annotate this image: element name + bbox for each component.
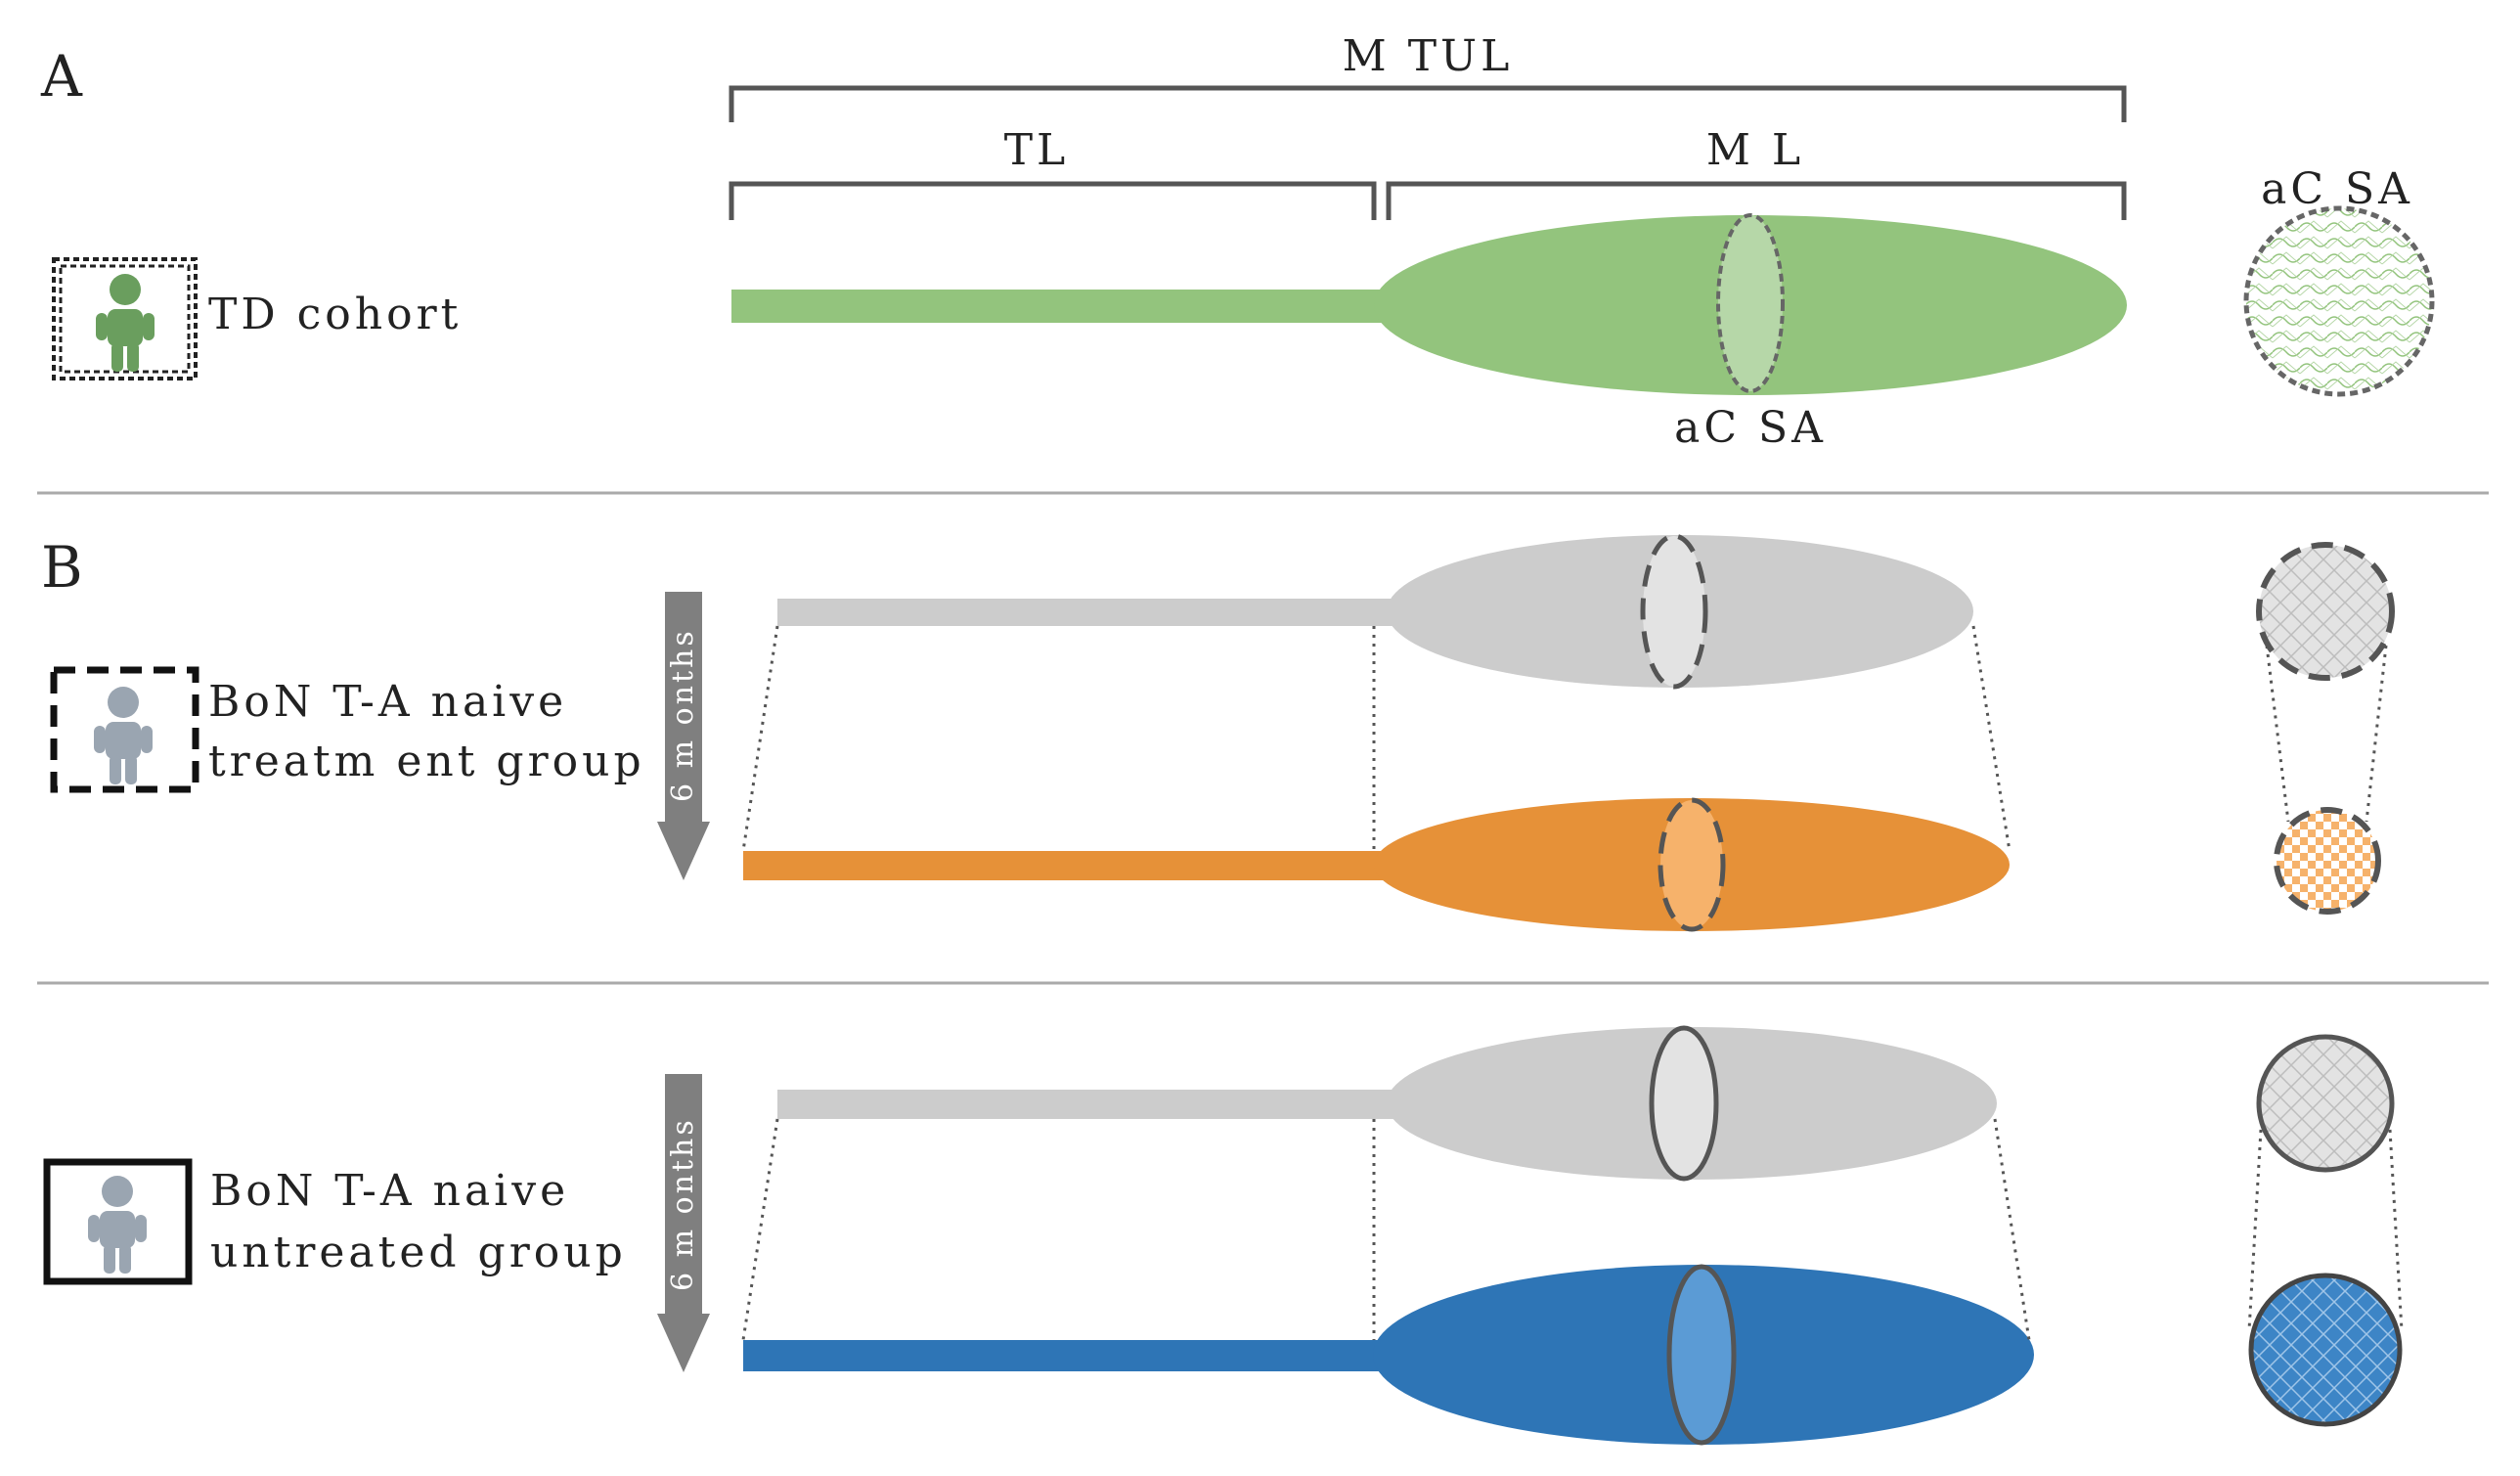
untreated-arrow-label: 6 m onths (666, 1117, 700, 1291)
tl-bracket (729, 181, 1377, 220)
untreated-before-slice (1649, 1025, 1719, 1182)
untreated-after-tendon (743, 1340, 1398, 1371)
untreated-connectors (741, 1118, 2404, 1341)
treatment-before-tendon (777, 599, 1393, 626)
ml-label: M L (1706, 125, 1804, 175)
untreated-after-acsa (2248, 1273, 2403, 1427)
ml-bracket (1386, 181, 2127, 220)
treatment-line1: BoN T-A naive (208, 677, 567, 727)
untreated-line2: untreated group (210, 1228, 627, 1277)
untreated-before-acsa (2256, 1034, 2395, 1173)
person-icon (94, 687, 153, 784)
acsa-bottom-label: aC SA (1674, 403, 1827, 453)
untreated-before-tendon (777, 1090, 1393, 1119)
td-cohort-label: TD cohort (208, 290, 462, 339)
panel-a-label: A (40, 43, 83, 110)
treatment-arrow-label: 6 m onths (666, 628, 700, 802)
treatment-icon-frame (50, 666, 199, 793)
td-tendon (731, 290, 1396, 323)
mtul-bracket (729, 85, 2127, 122)
treatment-before-slice (1640, 533, 1708, 690)
panel-b-label: B (41, 534, 83, 601)
down-arrow-icon: 6 m onths (657, 1074, 710, 1372)
treatment-connectors (741, 625, 2388, 852)
tl-label: TL (1004, 125, 1070, 175)
person-icon (88, 1176, 147, 1274)
untreated-line1: BoN T-A naive (210, 1166, 569, 1216)
td-icon-frame (52, 257, 198, 380)
treatment-line2: treatm ent group (208, 737, 645, 786)
td-acsa-slice (1716, 213, 1785, 393)
treatment-after-tendon (743, 851, 1393, 880)
treatment-after-slice (1658, 797, 1726, 932)
treatment-after-acsa (2274, 807, 2381, 915)
untreated-icon-frame (43, 1158, 193, 1285)
td-acsa-circle (2243, 205, 2435, 397)
mtul-label: M TUL (1343, 31, 1514, 81)
person-icon (96, 274, 155, 372)
treatment-before-acsa (2256, 542, 2395, 681)
untreated-after-slice (1666, 1264, 1737, 1446)
acsa-right-label: aC SA (2261, 164, 2413, 214)
down-arrow-icon: 6 m onths (657, 592, 710, 880)
